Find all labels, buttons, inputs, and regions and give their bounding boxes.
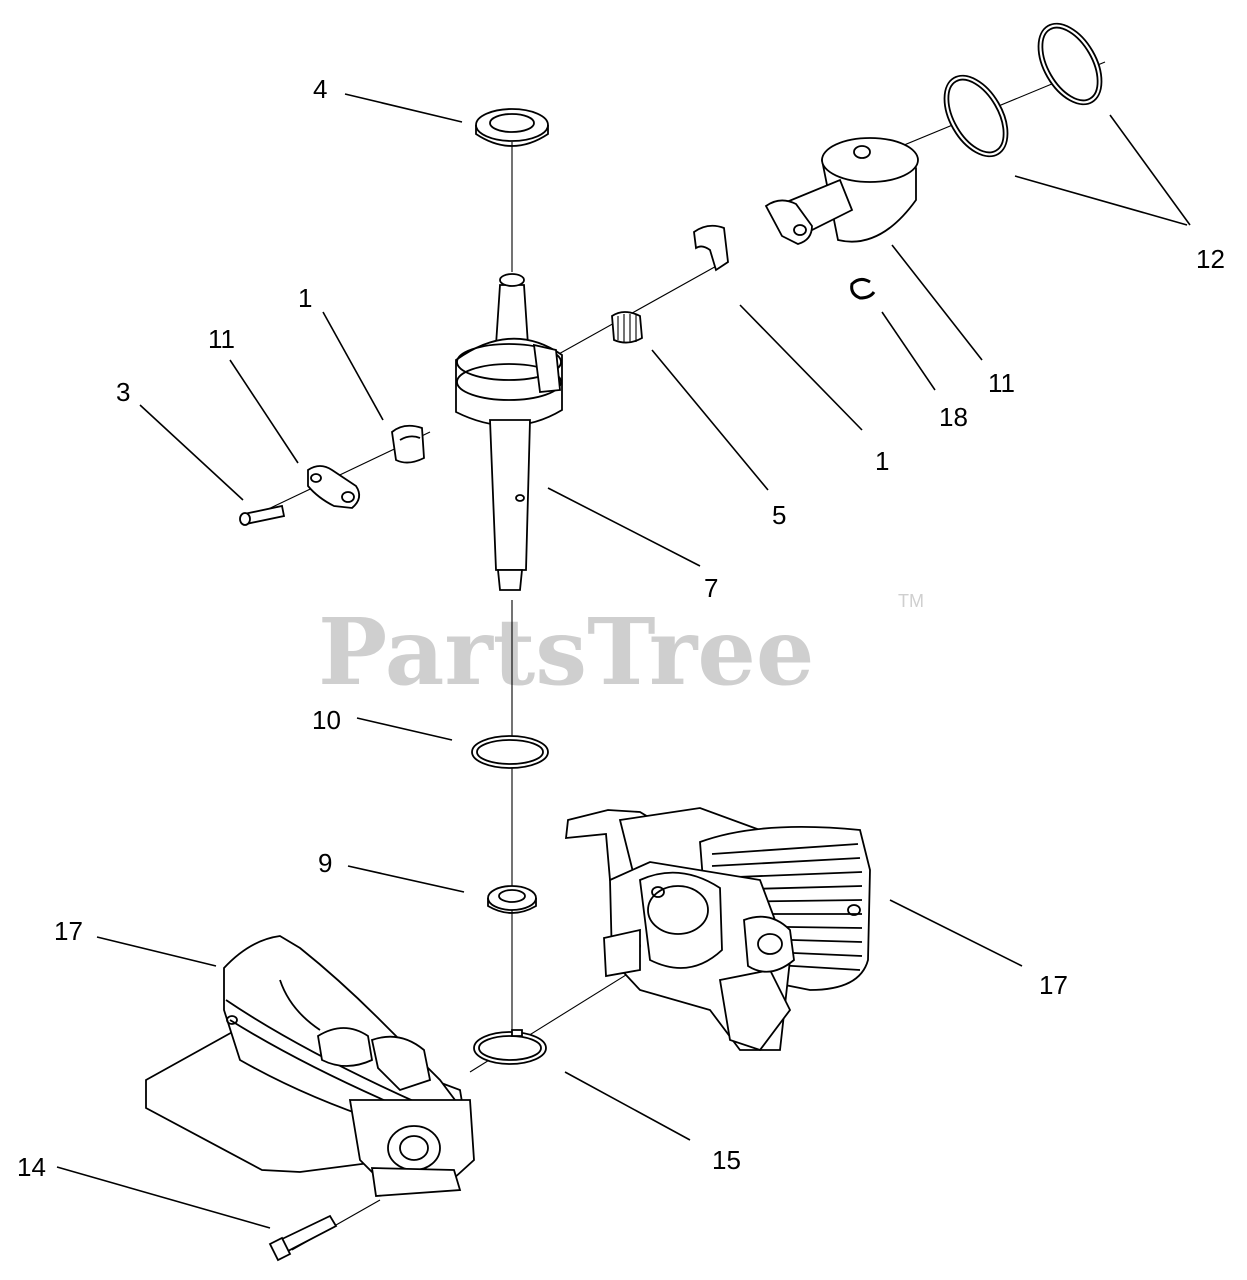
part-piston-rings-12[interactable] — [931, 13, 1114, 167]
part-o-ring-10[interactable] — [471, 735, 549, 769]
callout-labels: 4 12 1 11 3 11 18 1 5 7 10 9 17 17 15 14 — [17, 74, 1225, 1182]
watermark-trademark: TM — [898, 591, 924, 611]
part-retainer-clip-18[interactable] — [850, 277, 876, 300]
part-crankshaft-7[interactable] — [455, 273, 563, 591]
callout-5: 5 — [772, 500, 786, 530]
part-piston-11[interactable] — [764, 137, 919, 245]
part-seal-9[interactable] — [487, 885, 537, 914]
part-rod-bolt-3[interactable] — [239, 504, 286, 526]
part-oil-seal-4[interactable] — [475, 108, 549, 147]
watermark-text: PartsTree — [318, 598, 814, 706]
part-bolt-14[interactable] — [268, 1214, 338, 1262]
part-needle-bearing-5[interactable] — [611, 311, 643, 344]
callout-7: 7 — [704, 573, 718, 603]
callout-14: 14 — [17, 1152, 46, 1182]
part-retaining-ring-15[interactable] — [473, 1029, 547, 1065]
part-bearing-half-1-left[interactable] — [391, 424, 425, 464]
callout-11-right: 11 — [988, 368, 1015, 398]
part-crankcase-17-left[interactable] — [145, 935, 475, 1197]
callout-17-right: 17 — [1039, 970, 1068, 1000]
part-rod-cap-11-left[interactable] — [307, 465, 361, 509]
callout-18: 18 — [939, 402, 968, 432]
callout-11-left: 11 — [208, 324, 235, 354]
callout-15: 15 — [712, 1145, 741, 1175]
callout-1-left: 1 — [298, 283, 312, 313]
callout-9: 9 — [318, 848, 332, 878]
leader-lines — [56, 93, 1191, 1229]
callout-3: 3 — [116, 377, 130, 407]
part-bearing-half-1-right[interactable] — [693, 224, 729, 272]
callout-1-right: 1 — [875, 446, 889, 476]
callout-17-left: 17 — [54, 916, 83, 946]
callout-12: 12 — [1196, 244, 1225, 274]
callout-4: 4 — [313, 74, 327, 104]
watermark: PartsTree TM — [318, 591, 924, 706]
part-cylinder-17-right[interactable] — [564, 807, 871, 1052]
callout-10: 10 — [312, 705, 341, 735]
